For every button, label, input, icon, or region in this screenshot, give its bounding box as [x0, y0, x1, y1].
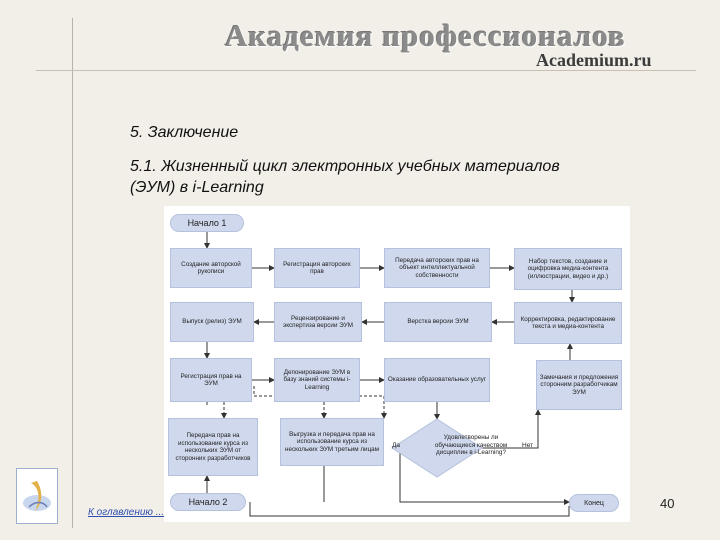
- review-box: Рецензирование и экспертиза версии ЭУМ: [274, 302, 362, 342]
- logo-icon: [23, 481, 51, 511]
- end-node: Конец: [569, 494, 619, 512]
- academy-site: Academium.ru: [536, 50, 652, 70]
- subsection-title: 5.1. Жизненный цикл электронных учебных …: [130, 158, 560, 196]
- correct-box: Корректировка, редактирование текста и м…: [514, 302, 622, 344]
- register-eum-box: Регистрация прав на ЭУМ: [170, 358, 252, 402]
- service-box: Оказание образовательных услуг: [384, 358, 490, 402]
- page-number: 40: [660, 496, 675, 511]
- start1-node: Начало 1: [170, 214, 244, 232]
- horizontal-rule: [36, 70, 696, 71]
- transfer-use-box: Передача прав на использование курса из …: [168, 418, 258, 476]
- yes-label: Да: [392, 442, 401, 449]
- diagram-connectors: [204, 232, 575, 517]
- decision-text: Удовлетворены ли обучающиеся качеством д…: [434, 434, 508, 456]
- start2-node: Начало 2: [170, 493, 246, 511]
- layout-box: Верстка версии ЭУМ: [384, 302, 492, 342]
- transfer-rights-box: Передача авторских прав на объект интелл…: [384, 248, 490, 288]
- no-label: Нет: [522, 442, 534, 449]
- back-to-contents-link[interactable]: К оглавлению ...: [88, 507, 165, 518]
- decision-diamond: [391, 418, 483, 478]
- deposit-box: Депонирование ЭУМ в базу знаний системы …: [274, 358, 360, 402]
- register-rights-box: Регистрация авторских прав: [274, 248, 360, 288]
- academy-logo: [16, 468, 58, 524]
- release-box: Выпуск (релиз) ЭУМ: [170, 302, 254, 342]
- remarks-box: Замечания и предложения сторонним разраб…: [536, 360, 622, 410]
- vertical-rule: [72, 18, 73, 528]
- lifecycle-diagram: Начало 1 Создание авторской рукописи Рег…: [164, 206, 630, 522]
- upload-box: Выгрузка и передача прав на использовани…: [280, 418, 384, 466]
- section-title: 5. Заключение: [130, 124, 239, 141]
- academy-title: Академия профессионалов: [225, 18, 626, 53]
- create-manuscript-box: Создание авторской рукописи: [170, 248, 252, 288]
- typeset-box: Набор текстов, создание и оцифровка меди…: [514, 248, 622, 290]
